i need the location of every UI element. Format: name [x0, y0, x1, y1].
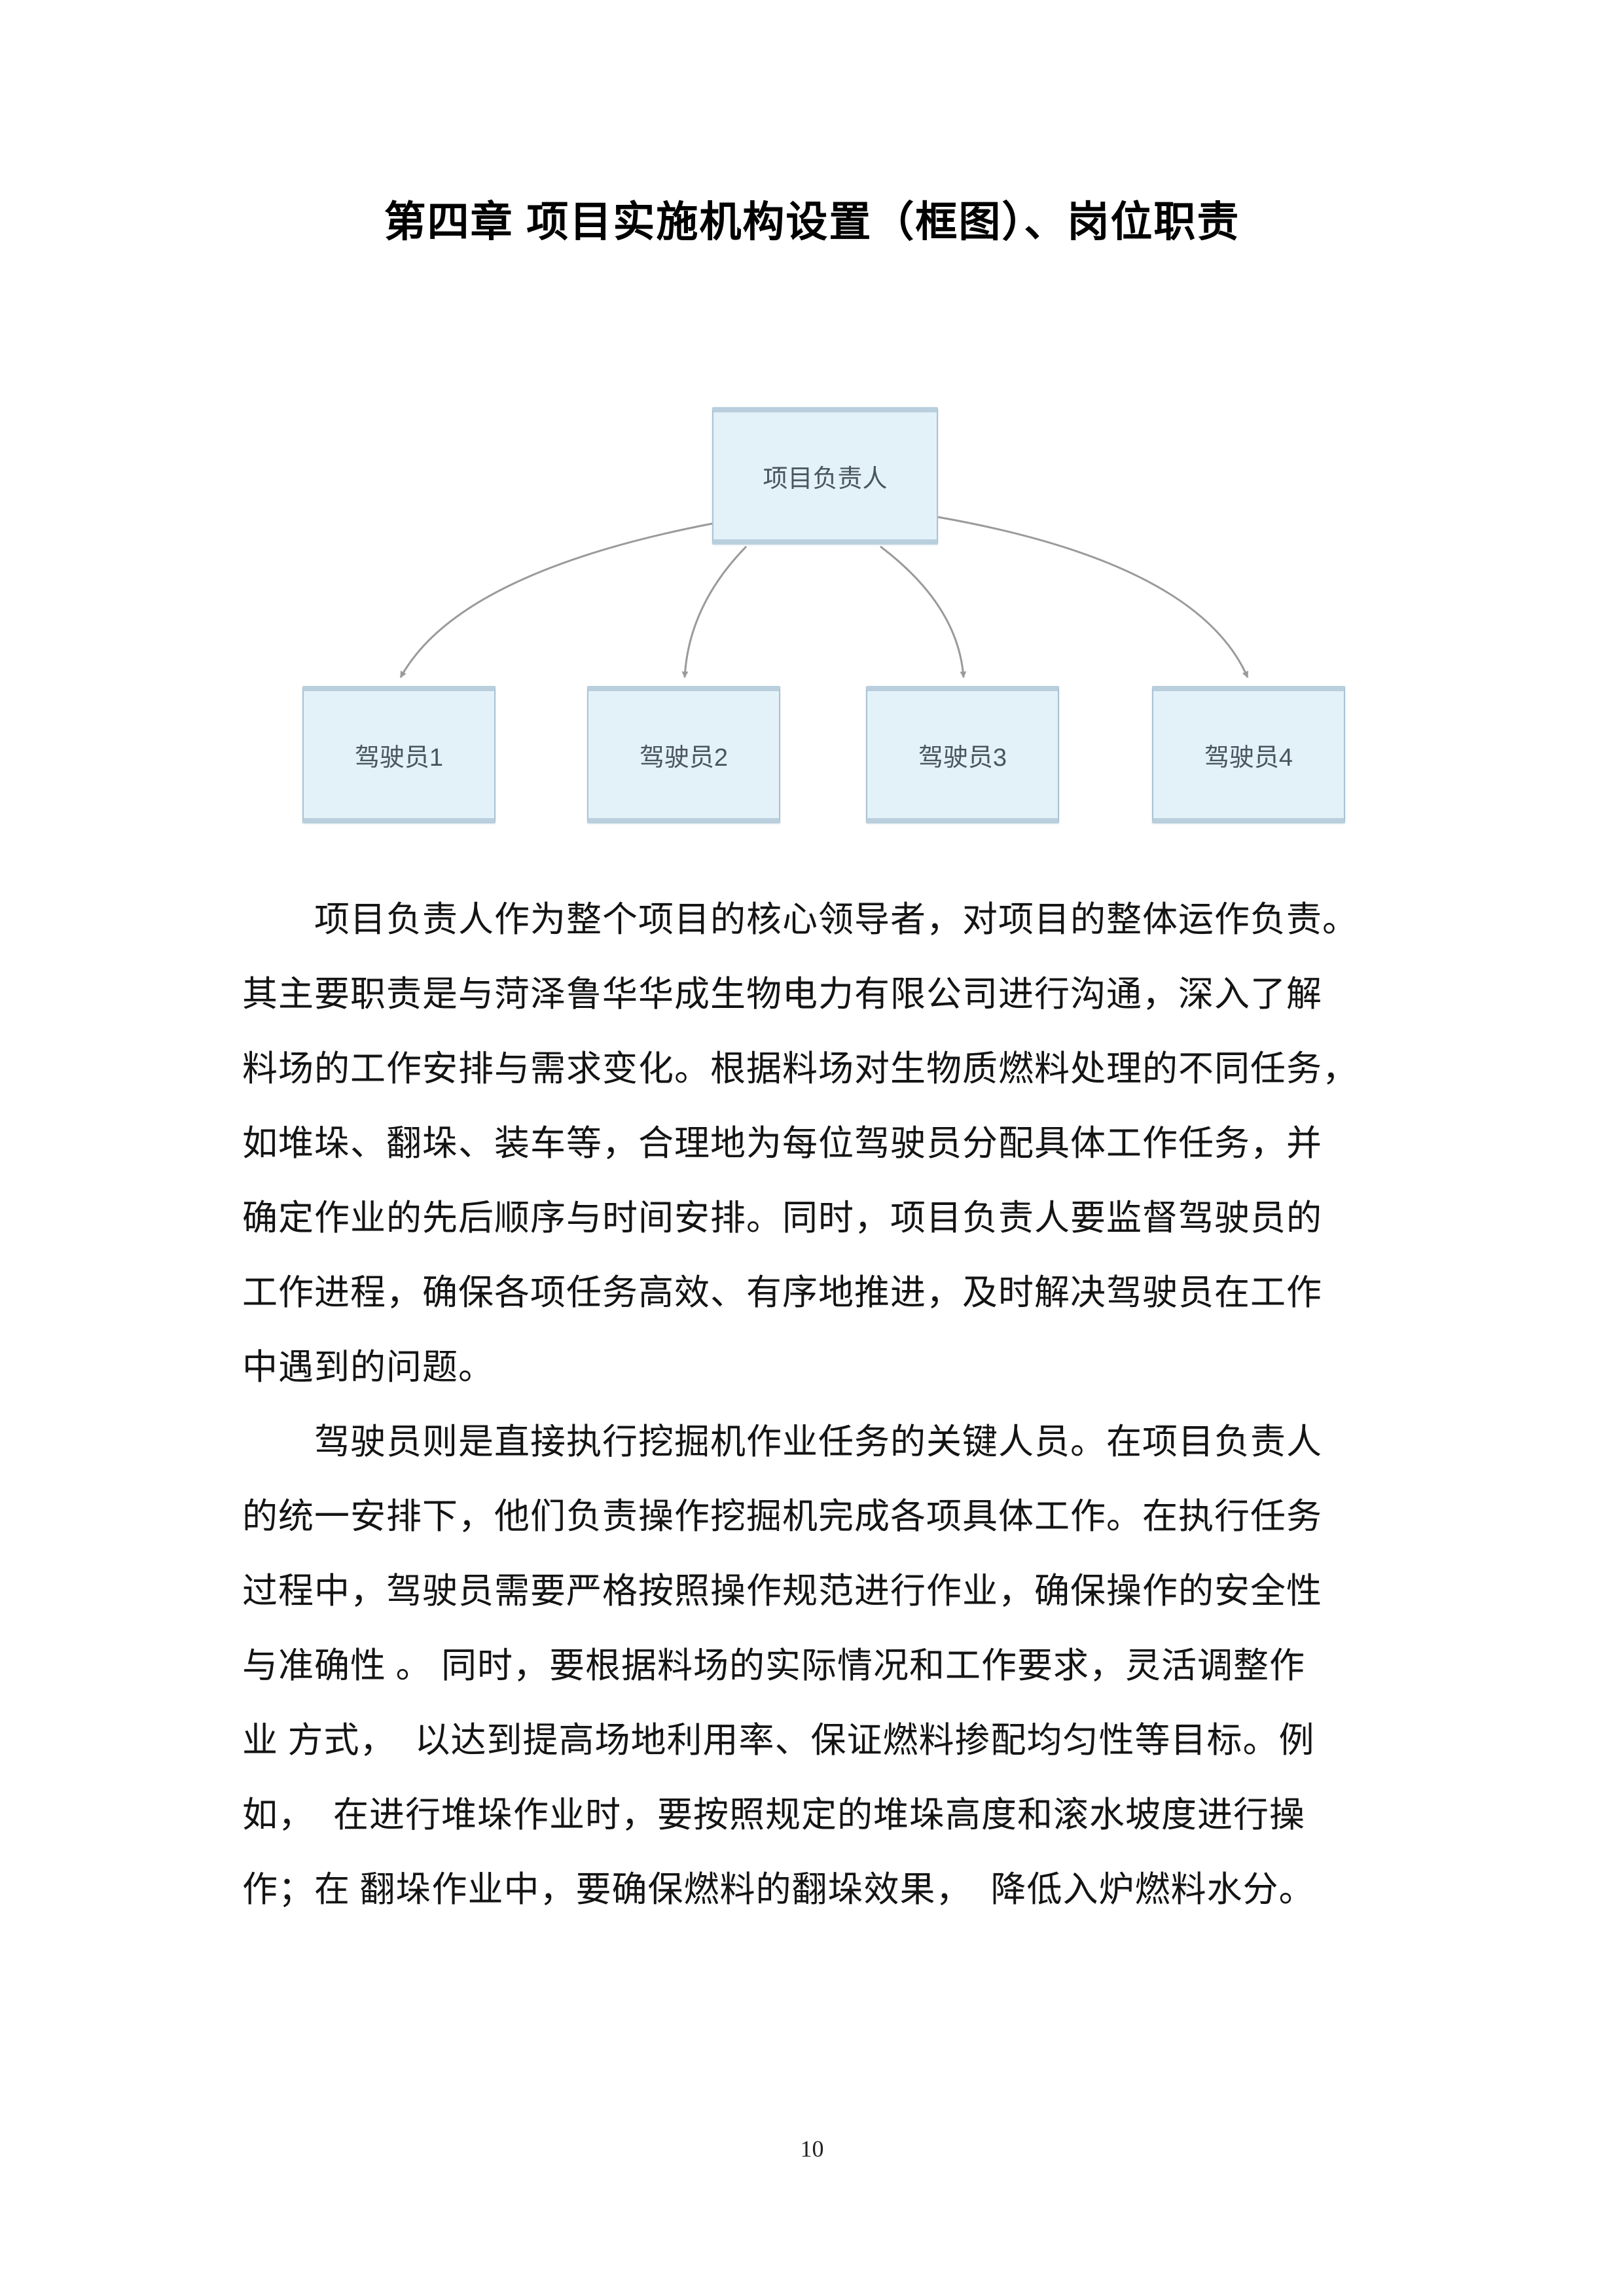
connector-arrow-driver4 — [937, 516, 1249, 678]
paragraph-1-line: 其主要职责是与菏泽鲁华华成生物电力有限公司进行沟通，深入了解 — [242, 975, 1322, 1014]
paragraph-2-line: 与准确性 。 同时，要根据料场的实际情况和工作要求，灵活调整作 — [242, 1646, 1305, 1685]
paragraph-1-line: 料场的工作安排与需求变化。根据料场对生物质燃料处理的不同任务， — [242, 1049, 1358, 1088]
paragraph-2-line: 如， 在进行堆垛作业时，要按照规定的堆垛高度和滚水坡度进行操 — [242, 1795, 1305, 1835]
org-chart-connectors — [399, 516, 1249, 678]
org-box-driver-3: 驾驶员3 — [866, 686, 1059, 823]
paragraph-1-line: 中遇到的问题。 — [242, 1348, 494, 1387]
org-chart: 项目负责人 驾驶员1 驾驶员2 驾驶员3 驾驶员4 — [288, 389, 1375, 848]
connector-arrow-driver2 — [681, 545, 748, 678]
paragraph-2-line: 过程中，驾驶员需要严格按照操作规范进行作业，确保操作的安全性 — [242, 1571, 1322, 1611]
org-box-driver-4: 驾驶员4 — [1152, 686, 1345, 823]
paragraph-1-line: 如堆垛、翻垛、装车等，合理地为每位驾驶员分配具体工作任务，并 — [242, 1124, 1322, 1163]
paragraph-2-line: 作；在 翻垛作业中，要确保燃料的翻垛效果， 降低入炉燃料水分。 — [242, 1870, 1315, 1909]
org-box-driver-1: 驾驶员1 — [302, 686, 496, 823]
connector-arrow-driver1 — [399, 522, 713, 678]
paragraph-2-line: 驾驶员则是直接执行挖掘机作业任务的关键人员。在项目负责人 — [314, 1422, 1322, 1462]
connector-arrow-driver3 — [880, 545, 967, 678]
paragraph-1-line: 项目负责人作为整个项目的核心领导者，对项目的整体运作负责。 — [314, 900, 1358, 939]
org-box-project-leader: 项目负责人 — [712, 407, 938, 545]
chapter-title: 第四章 项目实施机构设置（框图）、岗位职责 — [384, 198, 1240, 245]
paragraph-2-line: 的统一安排下，他们负责操作挖掘机完成各项具体工作。在执行任务 — [242, 1497, 1322, 1536]
paragraph-1-line: 确定作业的先后顺序与时间安排。同时，项目负责人要监督驾驶员的 — [242, 1198, 1322, 1238]
page-number: 10 — [800, 2136, 824, 2162]
org-box-driver-2: 驾驶员2 — [587, 686, 780, 823]
paragraph-1-line: 工作进程，确保各项任务高效、有序地推进，及时解决驾驶员在工作 — [242, 1273, 1322, 1312]
body-text: 项目负责人作为整个项目的核心领导者，对项目的整体运作负责。 其主要职责是与菏泽鲁… — [242, 882, 1381, 1927]
paragraph-2-line: 业 方式， 以达到提高场地利用率、保证燃料掺配均匀性等目标。例 — [242, 1721, 1315, 1760]
